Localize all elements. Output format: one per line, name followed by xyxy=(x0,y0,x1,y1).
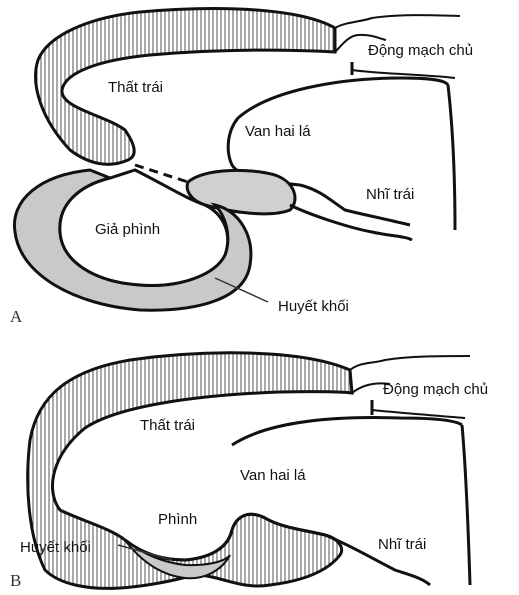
label-left-ventricle-a: Thất trái xyxy=(108,79,163,96)
thrombus-leader-b xyxy=(117,544,173,561)
mitral-tail-a xyxy=(289,203,413,242)
label-aneurysm-b: Phình xyxy=(158,511,197,528)
panel-letter-a: A xyxy=(10,307,23,326)
left-atrium-outline-b xyxy=(231,416,472,586)
panel-b: Động mạch chủ Thất trái Van hai lá Phình… xyxy=(10,351,488,590)
label-left-atrium-b: Nhĩ trái xyxy=(378,536,426,553)
aorta-outline-b xyxy=(349,355,471,394)
left-atrium-outline-a xyxy=(226,76,457,231)
aorta-lower-b xyxy=(371,409,466,419)
pseudoaneurysm-a xyxy=(58,168,230,287)
ventricle-wall-a xyxy=(34,7,337,166)
panel-a: Động mạch chủ Thất trái Van hai lá Nhĩ t… xyxy=(10,7,473,326)
label-thrombus-b: Huyết khối xyxy=(20,539,91,556)
neck-dashed-a xyxy=(134,163,189,184)
label-left-atrium-a: Nhĩ trái xyxy=(366,186,414,203)
label-thrombus-a: Huyết khối xyxy=(278,298,349,315)
mitral-tail-b xyxy=(324,533,431,587)
thrombus-leader-a xyxy=(214,277,269,303)
aorta-lower-a xyxy=(351,69,456,79)
label-aorta-b: Động mạch chủ xyxy=(383,381,488,398)
label-mitral-valve-a: Van hai lá xyxy=(245,123,311,140)
label-aorta-a: Động mạch chủ xyxy=(368,42,473,59)
label-left-ventricle-b: Thất trái xyxy=(140,417,195,434)
aorta-outline-a xyxy=(334,14,461,53)
thrombus-b xyxy=(124,539,231,580)
panel-letter-b: B xyxy=(10,571,22,590)
label-mitral-valve-b: Van hai lá xyxy=(240,467,306,484)
label-pseudoaneurysm-a: Giả phình xyxy=(95,221,160,238)
